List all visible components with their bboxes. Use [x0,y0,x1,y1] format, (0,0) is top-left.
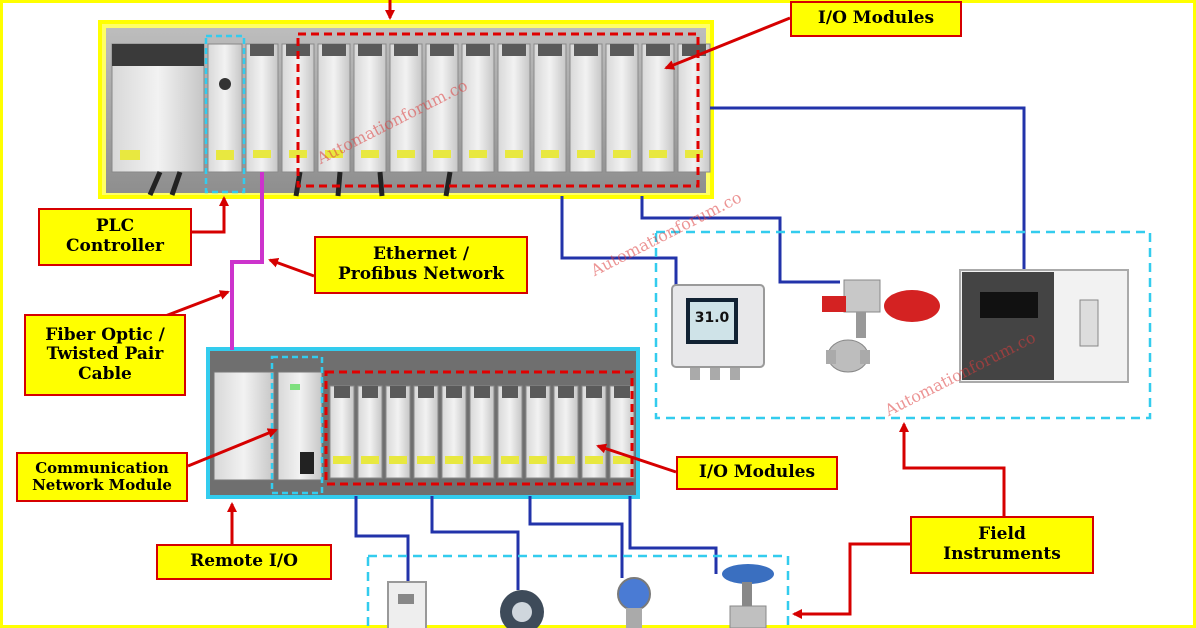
label-communication-module: Communication Network Module [16,452,188,502]
analyzer-transmitter-image [671,284,765,380]
module-slot-top [502,386,518,398]
module-slot [385,385,411,479]
module-slot-tag [445,456,463,464]
module-slot [553,385,579,479]
comm-module-highlight [270,355,324,495]
plc-rack-photo [98,20,714,199]
module-slot-top [558,386,574,398]
module-slot-tag [501,456,519,464]
module-slot-tag [685,150,703,158]
module-slot-top [286,44,310,56]
module-slot-top [646,44,670,56]
module-slot-top [502,44,526,56]
module-slot-tag [397,150,415,158]
module-slot-top [610,44,634,56]
module-slot-top [430,44,454,56]
module-slot-tag [469,150,487,158]
module-slot-top [586,386,602,398]
label-remote-io: Remote I/O [156,544,332,580]
module-slot [441,385,467,479]
module-slot-tag [577,150,595,158]
module-slot-top [538,44,562,56]
module-slot [609,385,635,479]
controller-highlight [204,34,246,194]
module-slot-top [418,386,434,398]
module-slot-top [466,44,490,56]
module-slot-tag [417,456,435,464]
module-slot-tag [529,456,547,464]
module-slot-top [614,386,630,398]
label-arrows [159,16,1006,619]
label-ethernet-network: Ethernet / Profibus Network [314,236,528,294]
label-io-modules-bottom: I/O Modules [676,456,838,490]
module-slot-tag [325,150,343,158]
module-slot-top [250,44,274,56]
label-fiber-optic-cable: Fiber Optic / Twisted Pair Cable [24,314,186,396]
control-valve-bottom-image [722,564,774,628]
field-instruments-group-right [654,230,1152,420]
module-slot [329,385,355,479]
module-slot-tag [389,456,407,464]
module-slot-top [358,44,382,56]
module-slot-tag [253,150,271,158]
module-slot-tag [585,456,603,464]
module-slot-top [362,386,378,398]
module-slot-tag [613,150,631,158]
module-slot-top [574,44,598,56]
signal-wires [354,106,1026,590]
module-slot [581,385,607,479]
module-slot-top [322,44,346,56]
network-cable [230,172,264,350]
module-slot [469,385,495,479]
module-slot [497,385,523,479]
module-slot-top [394,44,418,56]
module-slot-tag [557,456,575,464]
module-slot [357,385,383,479]
module-slot-top [334,386,350,398]
transmitter-display-value: 31.0 [694,310,730,326]
module-slot-tag [505,150,523,158]
label-plc-controller: PLC Controller [38,208,192,266]
module-slot-top [446,386,462,398]
io-modules-highlight-top [296,32,700,188]
flow-meter-image [500,590,544,628]
junction-box-image [387,581,427,628]
module-slot-tag [649,150,667,158]
module-slot-tag [289,150,307,158]
pressure-transmitter-image [617,577,651,628]
label-field-instruments: Field Instruments [910,516,1094,574]
module-slot-tag [433,150,451,158]
controller-panel-image [959,269,1129,383]
module-slot-top [474,386,490,398]
label-io-modules-top: I/O Modules [790,1,962,37]
module-slot-tag [613,456,631,464]
module-slot-tag [361,456,379,464]
control-valve-actuator-image [822,279,940,373]
module-slot-top [390,386,406,398]
module-slot [525,385,551,479]
module-slot-tag [473,456,491,464]
field-instruments-group-bottom [366,554,790,628]
module-slot-tag [361,150,379,158]
io-modules-highlight-bottom [324,370,634,486]
module-slot-top [530,386,546,398]
module-slot [413,385,439,479]
module-slot-tag [333,456,351,464]
module-slot-tag [541,150,559,158]
